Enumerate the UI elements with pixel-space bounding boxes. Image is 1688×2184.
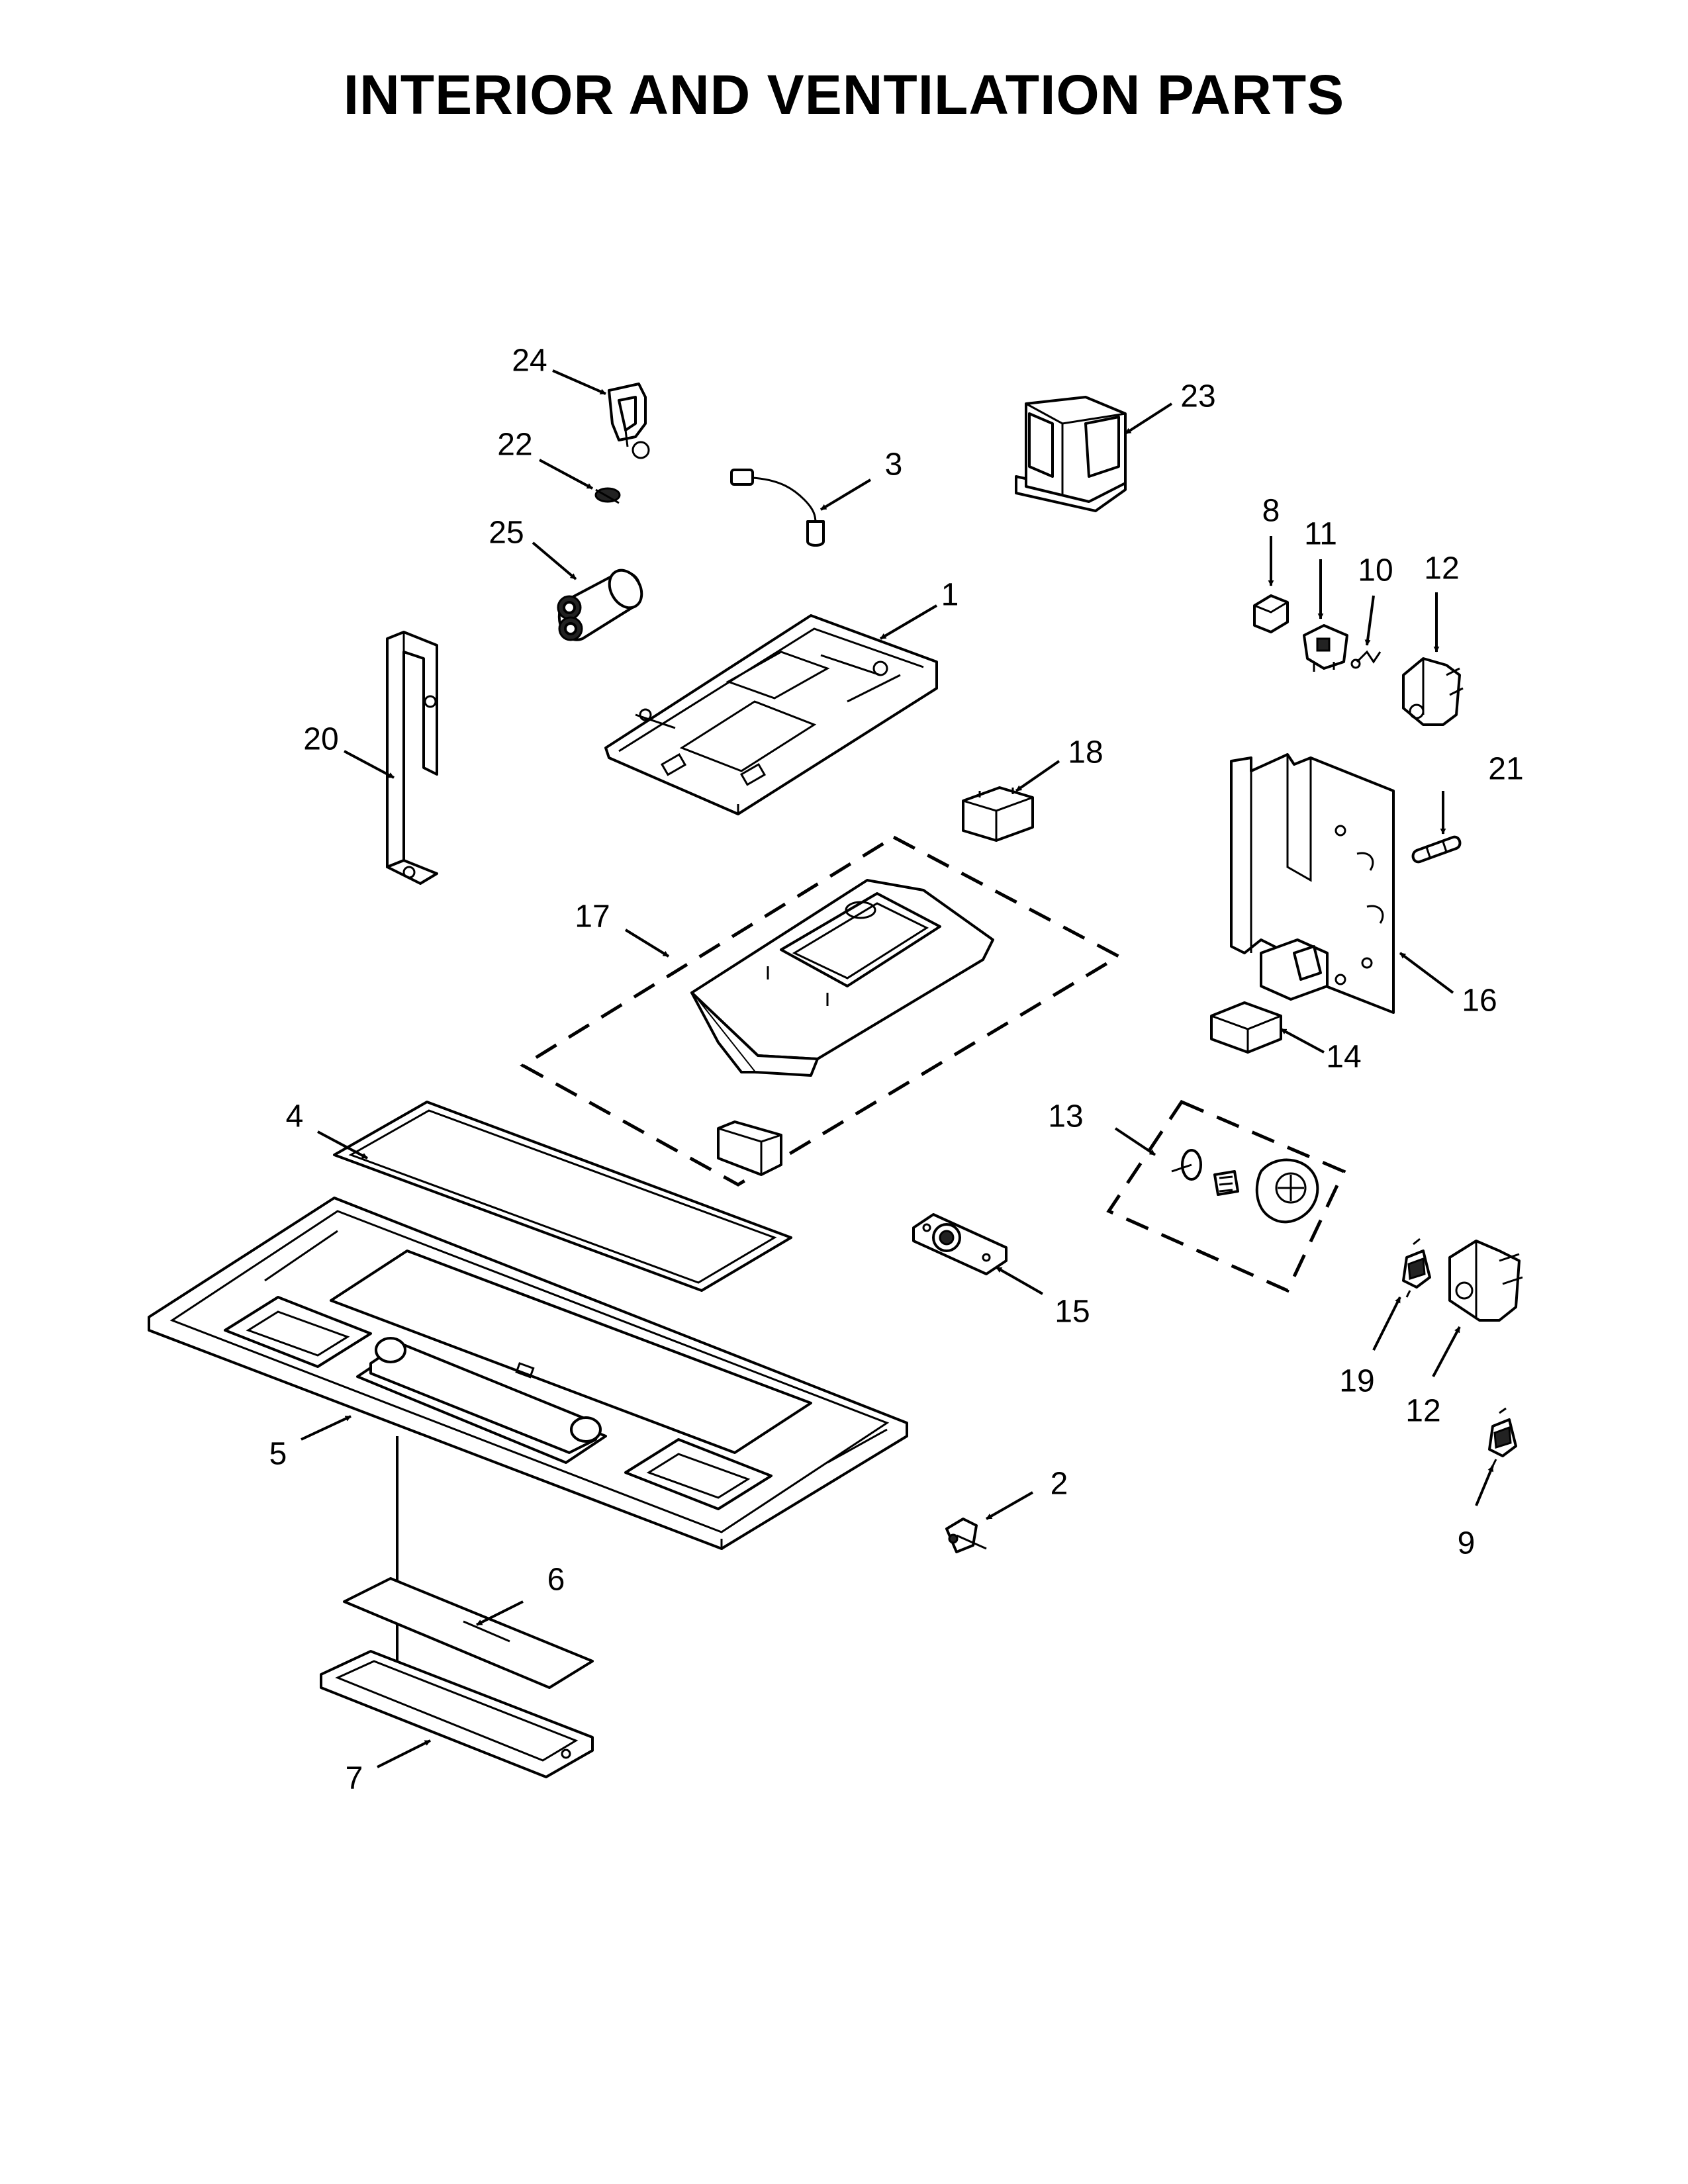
callout-6: 6 xyxy=(547,1563,565,1598)
part-13-fan-assembly xyxy=(1106,1099,1346,1293)
callout-3: 3 xyxy=(885,447,903,482)
callout-18: 18 xyxy=(1068,735,1103,770)
callout-12-bottom: 12 xyxy=(1405,1394,1440,1429)
part-1-base-plate xyxy=(604,614,938,815)
part-5-vent-panel xyxy=(148,1197,908,1551)
callout-12-top: 12 xyxy=(1424,551,1459,586)
callout-14: 14 xyxy=(1326,1040,1361,1075)
part-24-terminal-bracket xyxy=(608,383,650,459)
part-10-spring xyxy=(1350,650,1382,669)
part-7-tray xyxy=(320,1650,594,1778)
part-15-lamp-plate xyxy=(912,1213,1008,1275)
part-6-charcoal-filter xyxy=(343,1577,594,1689)
part-17-fan-housing xyxy=(520,835,1123,1187)
part-22-clip xyxy=(594,487,621,504)
callout-17: 17 xyxy=(575,899,610,934)
part-21-fuse xyxy=(1411,835,1462,864)
callout-1: 1 xyxy=(941,578,959,613)
callout-22: 22 xyxy=(497,428,532,463)
callout-4: 4 xyxy=(286,1099,304,1134)
callout-19: 19 xyxy=(1339,1364,1374,1399)
part-14-relay xyxy=(1210,1001,1282,1054)
part-12-interlock-top xyxy=(1402,657,1464,726)
part-23-transformer xyxy=(1015,396,1127,512)
part-8-switch xyxy=(1253,594,1289,633)
callout-11: 11 xyxy=(1304,517,1337,552)
part-9-micro-switch xyxy=(1488,1407,1517,1467)
callout-23: 23 xyxy=(1180,379,1215,414)
callout-13: 13 xyxy=(1048,1099,1083,1134)
part-11-switch-holder xyxy=(1303,624,1348,672)
callout-16: 16 xyxy=(1462,983,1497,1019)
callout-labels: 24 22 3 23 25 1 20 18 17 21 16 14 13 15 … xyxy=(269,343,1524,1796)
leader-lines xyxy=(301,369,1494,1768)
part-12-interlock-bottom xyxy=(1448,1240,1523,1322)
part-17-bracket xyxy=(717,1120,782,1176)
part-19-micro-switch xyxy=(1402,1238,1431,1298)
callout-2: 2 xyxy=(1051,1467,1068,1502)
part-16-control-bracket xyxy=(1230,753,1395,1014)
callout-8: 8 xyxy=(1262,494,1280,529)
callout-20: 20 xyxy=(303,722,338,757)
callout-5: 5 xyxy=(269,1437,287,1472)
part-20-bracket xyxy=(386,631,438,885)
callout-10: 10 xyxy=(1358,553,1393,588)
part-3-thermistor xyxy=(730,469,825,547)
part-2-latch xyxy=(945,1518,987,1553)
page-title: INTERIOR AND VENTILATION PARTS xyxy=(343,64,1345,126)
part-4-filter xyxy=(333,1101,792,1292)
callout-9: 9 xyxy=(1458,1526,1476,1561)
part-25-capacitor xyxy=(557,569,643,641)
callout-25: 25 xyxy=(489,516,524,551)
callout-21: 21 xyxy=(1488,752,1523,787)
callout-15: 15 xyxy=(1055,1295,1090,1330)
callout-7: 7 xyxy=(346,1761,363,1796)
part-18-relay xyxy=(962,786,1034,842)
callout-24: 24 xyxy=(512,343,547,379)
